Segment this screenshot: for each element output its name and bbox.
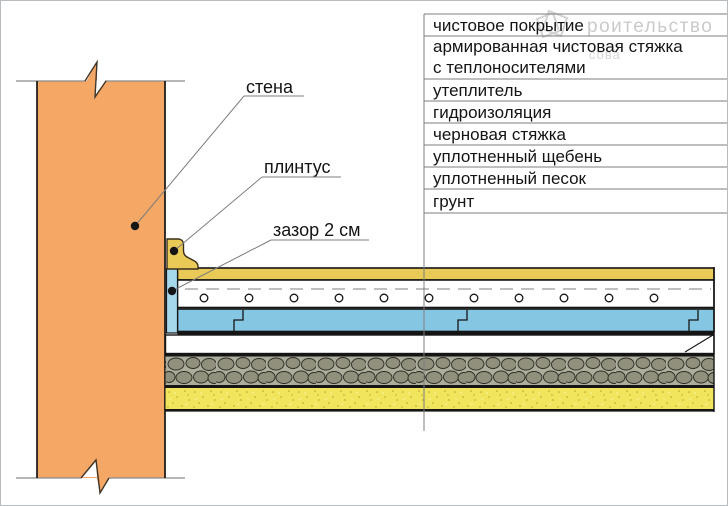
heating-pipe [289, 293, 299, 303]
rough-screed-break-line [684, 334, 714, 353]
callout-gap: зазор 2 см [167, 220, 369, 296]
stone-top-border [165, 353, 714, 357]
heating-pipe [334, 293, 344, 303]
watermark-fragment: сова [589, 47, 621, 62]
wall-break-bottom [16, 458, 185, 496]
insulation-joint [688, 310, 699, 331]
watermark-text: роительство [587, 16, 713, 37]
plinth [166, 238, 199, 270]
callout-wall-dot [130, 221, 140, 231]
layer-heated-screed [176, 279, 715, 309]
layer-crushed-stone [165, 356, 714, 385]
heating-pipe [469, 293, 479, 303]
heating-pipe [604, 293, 614, 303]
callout-plinth: плинтус [169, 157, 341, 256]
layer-sand [165, 388, 714, 409]
floor-layers [164, 267, 715, 412]
watermark: роительство сова [535, 9, 713, 62]
insulation-joint [457, 310, 468, 331]
legend-row-label: гидроизоляция [433, 103, 551, 122]
heating-pipe [199, 293, 209, 303]
heating-pipe [559, 293, 569, 303]
gap-insulation-strip [165, 267, 179, 334]
callout-wall: стена [130, 77, 304, 231]
legend-row-label: чистовое покрытие [433, 16, 584, 35]
legend-row-label: черновая стяжка [433, 125, 567, 144]
sand-bottom-border [165, 409, 714, 412]
callout-plinth-label: плинтус [264, 157, 331, 177]
legend-row-label: уплотненный песок [433, 169, 587, 188]
legend-row-label: уплотненный щебень [433, 147, 602, 166]
heating-pipe [514, 293, 524, 303]
callout-plinth-leader [173, 176, 263, 252]
heating-pipe [649, 293, 659, 303]
layer-rough-screed [164, 334, 715, 355]
legend-grid-lines [424, 13, 727, 214]
callout-wall-leader [134, 95, 245, 227]
legend-row-label: грунт [433, 192, 474, 211]
callout-gap-leader [171, 239, 272, 292]
heating-pipe [379, 293, 389, 303]
legend-row-label: с теплоносителями [433, 58, 586, 77]
callout-plinth-dot [169, 246, 179, 256]
heating-pipes [199, 293, 659, 303]
legend: чистовое покрытие армированная чистовая … [424, 13, 727, 214]
callout-gap-label: зазор 2 см [273, 220, 361, 240]
legend-row-label: утеплитель [433, 81, 523, 100]
callout-wall-label: стена [246, 77, 294, 97]
callout-gap-dot [167, 286, 177, 296]
insulation-joint [233, 310, 244, 331]
layer-finish-coat [176, 267, 715, 281]
wall-break-top [16, 59, 185, 100]
wall-body [37, 81, 165, 478]
legend-row-label: армированная чистовая стяжка [433, 37, 683, 56]
stone-bottom-border [165, 385, 714, 388]
heating-pipe [424, 293, 434, 303]
wall [16, 59, 185, 496]
heating-pipe [244, 293, 254, 303]
layer-waterproofing [177, 331, 714, 335]
layer-insulation [176, 308, 715, 333]
